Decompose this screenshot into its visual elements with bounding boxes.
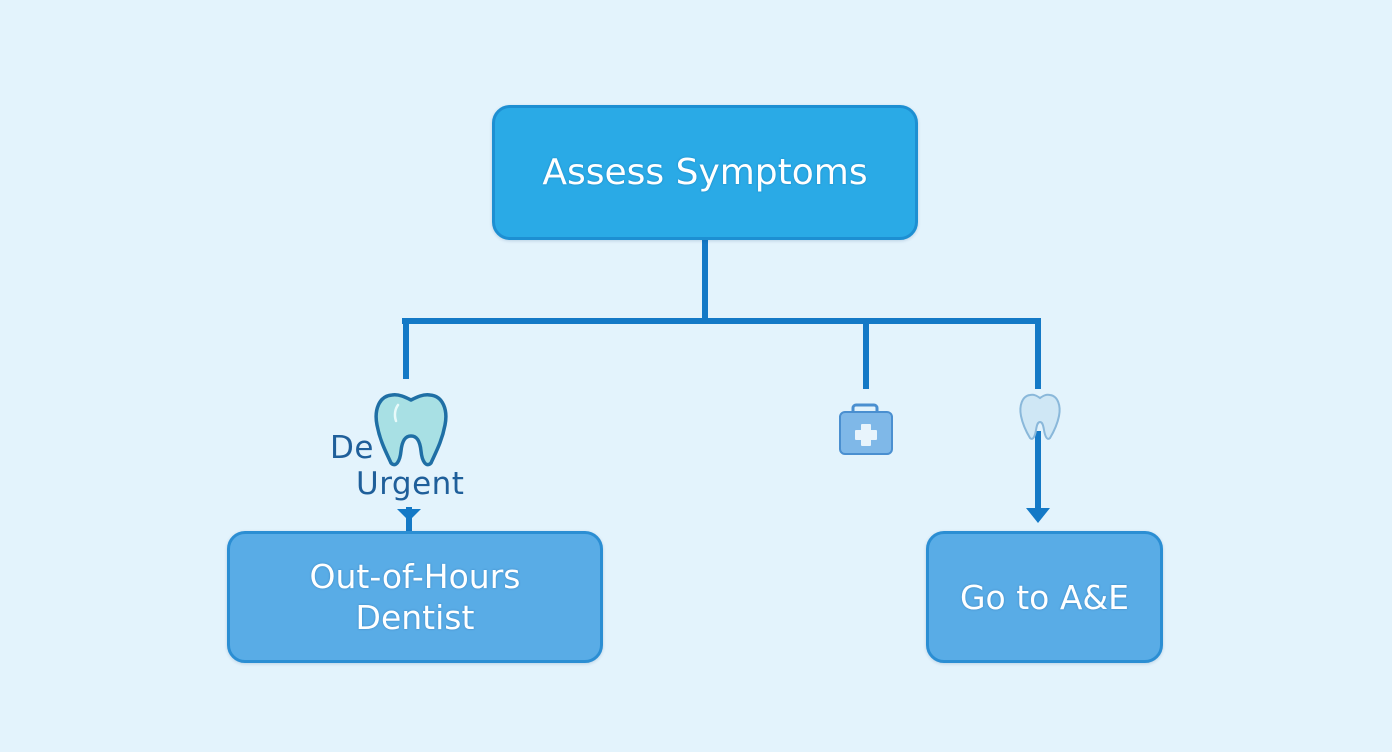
- brand-logo-text: De Urgent: [330, 430, 490, 502]
- arrowhead-left: [397, 509, 421, 521]
- brand-line-2: Urgent: [356, 466, 465, 502]
- node-label: Assess Symptoms: [542, 152, 868, 193]
- node-assess-symptoms: Assess Symptoms: [492, 105, 918, 240]
- tooth-icon: [1019, 393, 1061, 440]
- brand-line-1: De: [330, 430, 374, 466]
- node-label: Out-of-Hours Dentist: [309, 557, 521, 637]
- node-go-to-ae: Go to A&E: [926, 531, 1163, 663]
- connectors: [402, 238, 1041, 534]
- medical-kit-icon: [839, 403, 893, 455]
- node-out-of-hours-dentist: Out-of-Hours Dentist: [227, 531, 603, 663]
- arrowhead-right: [1026, 508, 1050, 523]
- tooth-icon: [374, 393, 448, 467]
- node-label: Go to A&E: [959, 577, 1130, 617]
